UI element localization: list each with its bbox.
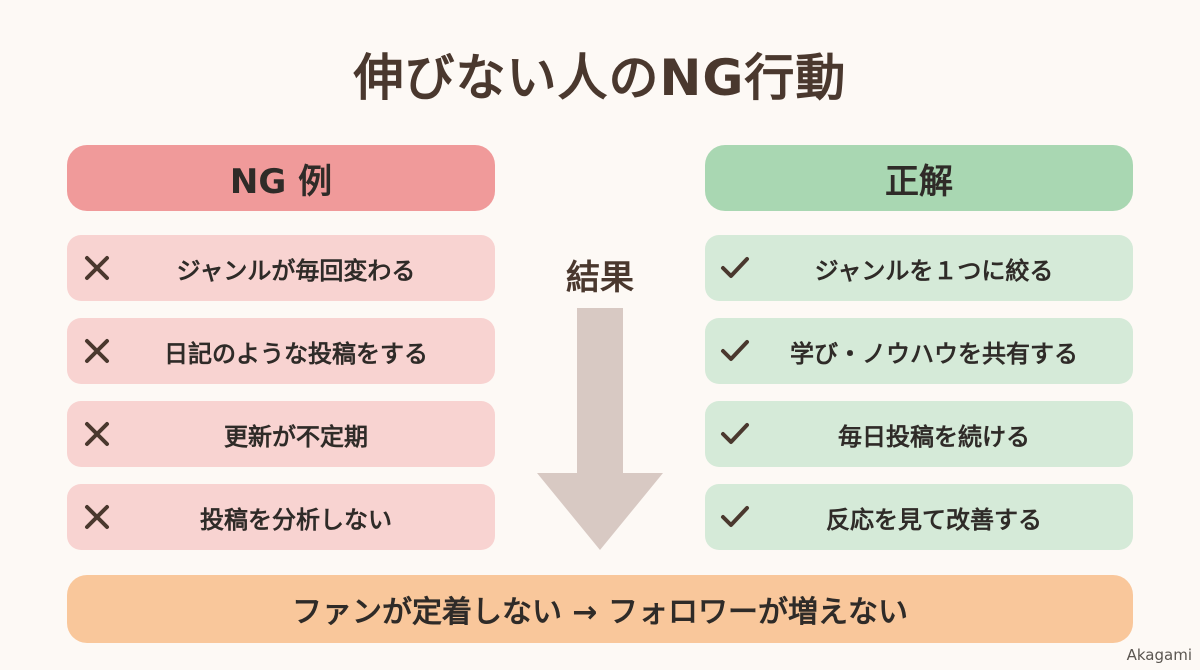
ok-item-text: 反応を見て改善する	[826, 505, 1042, 534]
ok-item: 反応を見て改善する	[705, 484, 1133, 550]
result-label: 結果	[566, 258, 634, 298]
check-icon	[705, 503, 765, 531]
credit-text: Akagami	[1126, 646, 1192, 664]
ng-item: 投稿を分析しない	[67, 484, 495, 550]
ng-item-text: ジャンルが毎回変わる	[176, 256, 416, 285]
cross-icon	[67, 502, 127, 532]
ng-item-text: 更新が不定期	[224, 422, 368, 451]
ng-item: 更新が不定期	[67, 401, 495, 467]
ng-item: ジャンルが毎回変わる	[67, 235, 495, 301]
ok-item-text: 学び・ノウハウを共有する	[790, 339, 1078, 368]
down-arrow-icon	[537, 308, 663, 550]
check-icon	[705, 337, 765, 365]
ng-item-text: 日記のような投稿をする	[164, 339, 428, 368]
conclusion-bar: ファンが定着しない → フォロワーが増えない	[67, 575, 1133, 643]
check-icon	[705, 254, 765, 282]
ok-item-text: ジャンルを１つに絞る	[814, 256, 1054, 285]
cross-icon	[67, 336, 127, 366]
ng-item-text: 投稿を分析しない	[200, 505, 392, 534]
ok-item: ジャンルを１つに絞る	[705, 235, 1133, 301]
ok-column-header: 正解	[705, 145, 1133, 211]
ng-column-header: NG 例	[67, 145, 495, 211]
cross-icon	[67, 253, 127, 283]
ng-item: 日記のような投稿をする	[67, 318, 495, 384]
check-icon	[705, 420, 765, 448]
ok-item-text: 毎日投稿を続ける	[838, 422, 1030, 451]
cross-icon	[67, 419, 127, 449]
ok-item: 学び・ノウハウを共有する	[705, 318, 1133, 384]
page-title: 伸びない人のNG行動	[353, 49, 847, 107]
ok-item: 毎日投稿を続ける	[705, 401, 1133, 467]
